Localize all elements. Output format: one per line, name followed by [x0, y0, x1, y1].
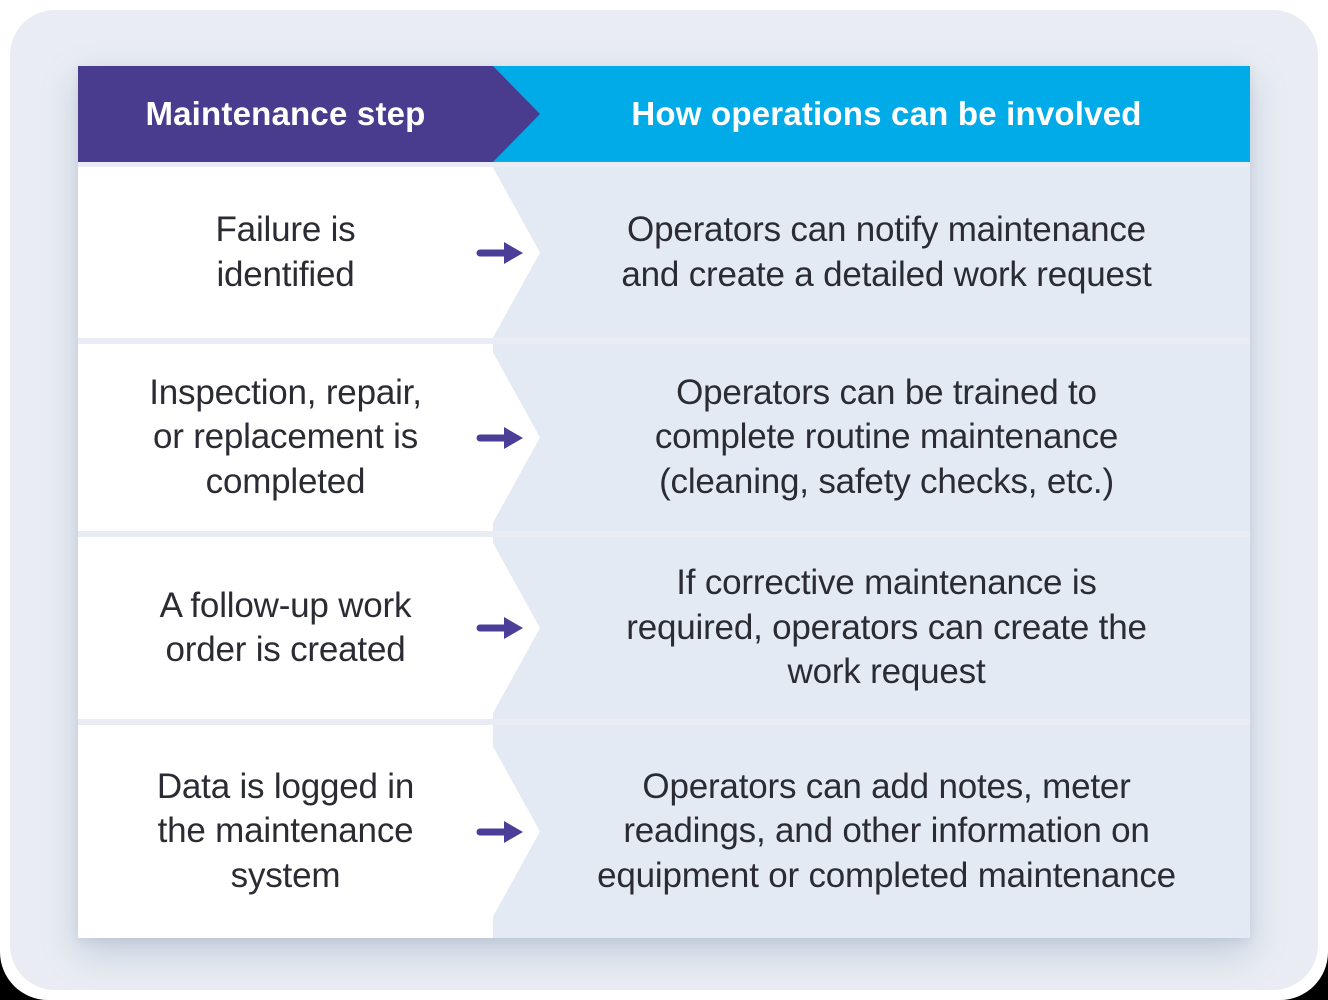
- table-row: Data is logged in the maintenance system…: [78, 725, 1250, 938]
- right-arrow-icon: [476, 820, 523, 843]
- involvement-cell: Operators can add notes, meter readings,…: [493, 725, 1250, 938]
- table-row: Inspection, repair, or replacement is co…: [78, 344, 1250, 531]
- step-text: Inspection, repair, or replacement is co…: [149, 372, 422, 501]
- step-cell: Data is logged in the maintenance system: [78, 725, 540, 938]
- step-text: Failure is identified: [215, 210, 356, 294]
- step-text: Data is logged in the maintenance system: [156, 766, 415, 895]
- header-operations-involved: How operations can be involved: [493, 66, 1250, 162]
- header-operations-involved-label: How operations can be involved: [631, 95, 1142, 132]
- involvement-cell: Operators can be trained to complete rou…: [493, 344, 1250, 531]
- table-header: Maintenance step How operations can be i…: [78, 66, 1250, 162]
- step-cell: A follow-up work order is created: [78, 537, 540, 719]
- right-arrow-icon: [476, 241, 523, 264]
- header-maintenance-step: Maintenance step: [78, 66, 540, 162]
- step-text: A follow-up work order is created: [159, 585, 412, 669]
- involvement-text: If corrective maintenance is required, o…: [626, 563, 1147, 692]
- involvement-cell: Operators can notify maintenance and cre…: [493, 167, 1250, 338]
- infographic-card: Maintenance step How operations can be i…: [10, 10, 1318, 990]
- table-row: Failure is identified Operators can noti…: [78, 167, 1250, 338]
- involvement-text: Operators can be trained to complete rou…: [654, 372, 1119, 501]
- right-arrow-icon: [476, 617, 523, 639]
- table-row: A follow-up work order is created If cor…: [78, 537, 1250, 719]
- step-cell: Failure is identified: [78, 167, 540, 338]
- header-maintenance-step-label: Maintenance step: [145, 95, 426, 132]
- step-cell: Inspection, repair, or replacement is co…: [78, 344, 540, 531]
- maintenance-operations-table: Maintenance step How operations can be i…: [78, 66, 1250, 938]
- involvement-cell: If corrective maintenance is required, o…: [493, 537, 1250, 719]
- involvement-text: Operators can add notes, meter readings,…: [597, 766, 1176, 895]
- right-arrow-icon: [476, 426, 523, 449]
- involvement-text: Operators can notify maintenance and cre…: [621, 210, 1152, 294]
